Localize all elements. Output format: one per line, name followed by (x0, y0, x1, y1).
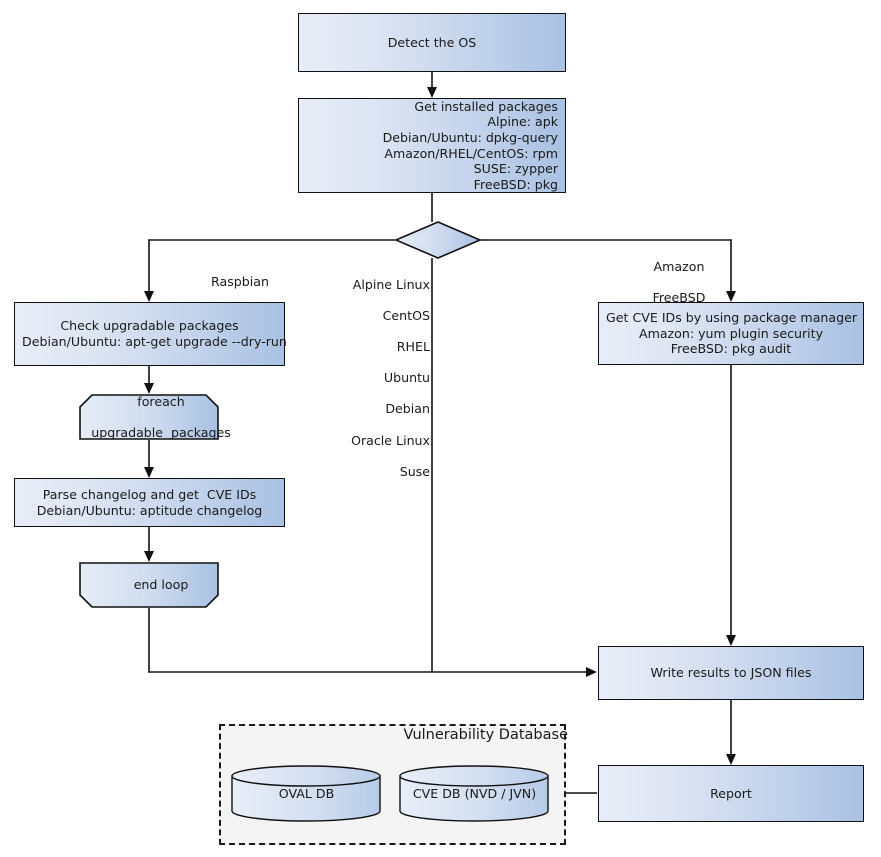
node-check-upgradable-line-1: Check upgradable packages (60, 318, 239, 334)
arrowhead (586, 667, 597, 677)
edge-label-middle-os-5: Debian (385, 401, 430, 417)
edge-label-middle-os-7: Suse (399, 463, 430, 479)
arrowhead (144, 291, 154, 302)
node-foreach-loop-line-2: upgradable packages (91, 424, 231, 440)
edge-label-middle-os-2: CentOS (382, 307, 430, 323)
node-report-label: Report (710, 785, 752, 801)
node-check-upgradable-line-2: Debian/Ubuntu: apt-get upgrade --dry-run (22, 334, 287, 349)
edge-label-freebsd: FreeBSD (652, 289, 706, 305)
database-oval-db[interactable]: OVAL DB (231, 765, 382, 822)
arrowhead (726, 754, 736, 765)
edge-label-middle-os-4: Ubuntu (383, 370, 430, 386)
edge-label-amazon: Amazon (653, 258, 705, 274)
cylinder-top (399, 765, 549, 787)
node-parse-changelog-line-2: Debian/Ubuntu: aptitude changelog (36, 502, 263, 518)
database-cve-db-label: CVE DB (NVD / JVN) (412, 786, 537, 801)
node-get-installed-packages-line-6: FreeBSD: pkg (473, 176, 558, 192)
node-end-loop-label: end loop (133, 577, 189, 593)
foreach-loop-shape (79, 394, 219, 440)
node-detect-os[interactable]: Detect the OS (298, 13, 566, 72)
arrowhead (427, 87, 437, 98)
node-parse-changelog[interactable]: Parse changelog and get CVE IDs Debian/U… (14, 478, 285, 527)
node-get-installed-packages-line-3: Debian/Ubuntu: dpkg-query (382, 129, 558, 145)
edge-label-raspbian: Raspbian (150, 258, 314, 305)
node-foreach-loop-line-1: foreach (137, 393, 185, 409)
node-get-cve-ids-line-2: Amazon: yum plugin security (638, 325, 824, 341)
node-foreach-loop[interactable]: foreach upgradable packages (79, 393, 231, 440)
node-os-decision[interactable] (393, 221, 483, 259)
database-oval-db-label: OVAL DB (278, 786, 335, 801)
arrowhead (144, 383, 154, 394)
edge-label-middle-os-6: Oracle Linux (351, 432, 430, 448)
node-check-upgradable[interactable]: Check upgradable packages Debian/Ubuntu:… (14, 302, 287, 366)
edge-label-middle-os-3: RHEL (396, 338, 430, 354)
node-get-installed-packages-line-5: SUSE: zypper (473, 161, 558, 177)
arrowhead (726, 291, 736, 302)
node-get-cve-ids-line-3: FreeBSD: pkg audit (670, 341, 792, 357)
database-cve-db[interactable]: CVE DB (NVD / JVN) (399, 765, 550, 822)
node-get-installed-packages-line-4: Amazon/RHEL/CentOS: rpm (384, 145, 558, 161)
edge-label-middle-os-1: Alpine Linux (352, 276, 430, 292)
node-detect-os-label: Detect the OS (387, 34, 477, 50)
arrowhead (726, 635, 736, 646)
edge-label-amazon-freebsd: Amazon FreeBSD (610, 243, 732, 321)
edge-label-middle-os-list: Alpine Linux CentOS RHEL Ubuntu Debian O… (300, 261, 430, 495)
node-get-cve-ids[interactable]: Get CVE IDs by using package manager Ama… (598, 302, 864, 365)
arrowhead (144, 467, 154, 478)
end-loop-shape (79, 562, 219, 608)
node-get-installed-packages[interactable]: Get installed packages Alpine: apk Debia… (298, 98, 566, 193)
node-report[interactable]: Report (598, 765, 864, 822)
node-end-loop[interactable]: end loop (79, 562, 219, 608)
node-write-results-label: Write results to JSON files (650, 665, 812, 681)
node-parse-changelog-line-1: Parse changelog and get CVE IDs (42, 486, 257, 502)
vulnerability-database-title: Vulnerability Database (403, 727, 568, 743)
edge-decision-left (148, 239, 395, 293)
edge-endloop-to-write (148, 608, 589, 673)
edge-decision-right (480, 239, 732, 293)
node-get-installed-packages-line-1: Get installed packages (414, 98, 558, 114)
node-get-installed-packages-line-2: Alpine: apk (487, 114, 558, 130)
node-get-cve-ids-line-1: Get CVE IDs by using package manager (606, 310, 858, 326)
cylinder-body (399, 775, 549, 822)
cylinder-body (231, 775, 381, 822)
cylinder-top (231, 765, 381, 787)
decision-diamond-shape (393, 221, 483, 259)
edge-label-raspbian-line-1: Raspbian (211, 273, 269, 289)
node-write-results[interactable]: Write results to JSON files (598, 646, 864, 700)
arrowhead (144, 551, 154, 562)
